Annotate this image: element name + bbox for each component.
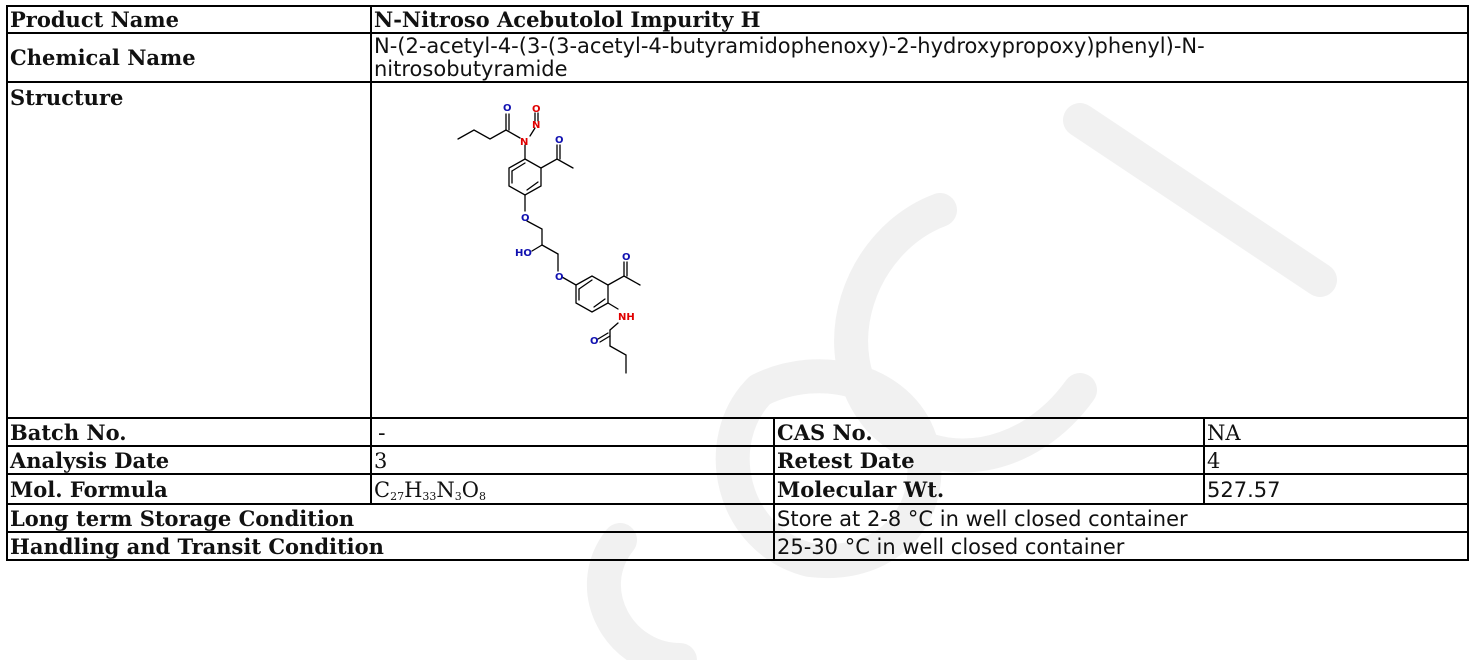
row-handling: Handling and Transit Condition 25-30 °C …	[6, 531, 1469, 561]
atom-n-2: N	[532, 120, 540, 131]
atom-nh: NH	[618, 312, 635, 323]
coa-table: Product Name N-Nitroso Acebutolol Impuri…	[6, 5, 1469, 561]
cas-no-label: CAS No.	[773, 417, 1205, 447]
batch-no-value: -	[370, 417, 775, 447]
chemical-name-value: N-(2-acetyl-4-(3-(3-acetyl-4-butyramidop…	[369, 32, 1469, 83]
formula-o: O	[461, 477, 479, 502]
cas-no-value: NA	[1202, 417, 1469, 447]
product-name-value: N-Nitroso Acebutolol Impurity H	[369, 5, 1469, 34]
formula-h-count: 33	[422, 489, 437, 503]
atom-o-1: O	[503, 103, 512, 114]
batch-no-label: Batch No.	[6, 417, 372, 447]
formula-n: N	[436, 477, 455, 502]
mol-formula-value: C27H33N3O8	[370, 473, 775, 505]
analysis-date-value: 3	[370, 445, 775, 475]
atom-o-2: O	[532, 104, 541, 115]
retest-date-label: Retest Date	[773, 445, 1205, 475]
atom-o-6: O	[622, 252, 631, 263]
atom-o-3: O	[555, 135, 564, 146]
structure-label: Structure	[6, 81, 372, 419]
storage-label: Long term Storage Condition	[6, 503, 775, 533]
row-product-name: Product Name N-Nitroso Acebutolol Impuri…	[6, 5, 1469, 34]
molecular-wt-label: Molecular Wt.	[773, 473, 1205, 505]
analysis-date-label: Analysis Date	[6, 445, 372, 475]
row-chemical-name: Chemical Name N-(2-acetyl-4-(3-(3-acetyl…	[6, 32, 1469, 83]
atom-o-4: O	[521, 213, 530, 224]
row-storage: Long term Storage Condition Store at 2-8…	[6, 503, 1469, 533]
handling-value: 25-30 °C in well closed container	[772, 531, 1469, 561]
storage-value: Store at 2-8 °C in well closed container	[772, 503, 1469, 533]
atom-o-5: O	[555, 272, 564, 283]
row-batch-cas: Batch No. - CAS No. NA	[6, 417, 1469, 447]
atom-n-1: N	[520, 137, 528, 148]
formula-o-count: 8	[479, 489, 486, 503]
row-formula-weight: Mol. Formula C27H33N3O8 Molecular Wt. 52…	[6, 473, 1469, 505]
formula-n-count: 3	[454, 489, 462, 503]
retest-date-value: 4	[1202, 445, 1469, 475]
formula-h: H	[404, 477, 423, 502]
product-name-label: Product Name	[6, 5, 372, 34]
structure-cell: O N O N O O HO O O NH O	[369, 81, 1469, 419]
row-dates: Analysis Date 3 Retest Date 4	[6, 445, 1469, 475]
molecular-wt-value: 527.57	[1202, 473, 1469, 505]
chemical-structure-image: O N O N O O HO O O NH O	[457, 103, 641, 374]
handling-label: Handling and Transit Condition	[6, 531, 775, 561]
formula-c: C	[374, 477, 391, 502]
atom-ho: HO	[515, 248, 532, 259]
chemical-name-label: Chemical Name	[6, 32, 372, 83]
atom-o-7: O	[590, 336, 599, 347]
row-structure: Structure	[6, 81, 1469, 419]
mol-formula-label: Mol. Formula	[6, 473, 372, 505]
formula-c-count: 27	[390, 489, 405, 503]
